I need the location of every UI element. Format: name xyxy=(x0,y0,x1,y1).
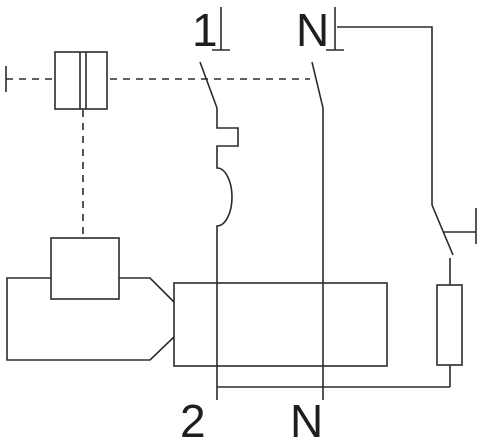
test-resistor xyxy=(436,284,463,366)
terminal-label-2: 2 xyxy=(180,395,206,440)
neutral-switch-contact xyxy=(311,61,324,109)
phase-conductor xyxy=(199,61,239,400)
trip-latch xyxy=(54,51,108,110)
terminal-1-symbol xyxy=(212,7,230,51)
thermal-trip-element xyxy=(216,108,239,400)
test-circuit xyxy=(337,26,477,387)
mechanical-linkage xyxy=(5,66,310,238)
terminal-label-1: 1 xyxy=(192,4,218,56)
terminal-label-n-bottom: N xyxy=(290,395,323,440)
summation-transformer xyxy=(173,282,388,367)
terminal-label-n-top: N xyxy=(296,4,329,56)
trip-relay-coil xyxy=(50,237,120,300)
terminal-n-top-symbol xyxy=(326,7,344,51)
electronic-module xyxy=(6,237,176,361)
test-button-contact xyxy=(431,204,454,256)
phase-switch-contact xyxy=(199,61,218,109)
test-feed-wire xyxy=(337,26,433,205)
